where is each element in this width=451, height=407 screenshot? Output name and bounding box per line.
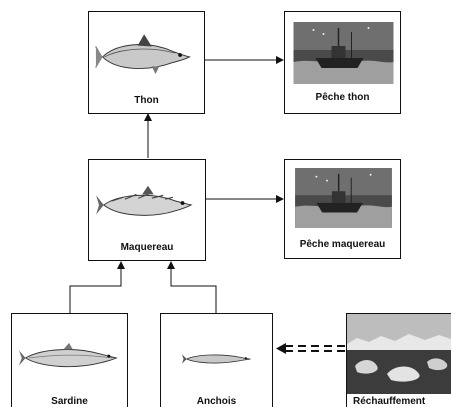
node-maquereau-label: Maquereau <box>120 242 174 253</box>
node-sardine: Sardine <box>11 313 128 407</box>
node-peche-thon: Pêche thon <box>284 11 401 114</box>
anchovy-fish-illustration <box>182 354 251 364</box>
node-sardine-label: Sardine <box>51 396 88 407</box>
fishing-boat-photo <box>293 22 394 84</box>
node-thon: Thon <box>88 11 205 114</box>
node-maquereau: Maquereau <box>88 159 206 261</box>
arrow-anchois-to-maquereau <box>167 261 217 313</box>
node-anchois: Anchois <box>160 313 273 407</box>
arrow-sardine-to-maquereau <box>69 261 125 313</box>
mackerel-fish-illustration <box>96 185 193 216</box>
melting-ice-photo <box>347 314 451 394</box>
sardine-fish-illustration <box>18 342 118 368</box>
node-peche-thon-label: Pêche thon <box>315 92 370 103</box>
node-peche-maquereau-label: Pêche maquereau <box>299 239 386 250</box>
node-anchois-label: Anchois <box>196 396 237 407</box>
node-peche-maquereau: Pêche maquereau <box>284 159 401 259</box>
node-rechauffement: Réchauffement <box>346 313 451 407</box>
fishing-boat-photo <box>295 168 392 228</box>
node-rechauffement-label: Réchauffement <box>353 396 426 407</box>
tuna-fish-illustration <box>95 34 191 74</box>
node-thon-label: Thon <box>134 95 159 106</box>
arrow-rechauffement-to-anchois <box>276 343 345 354</box>
